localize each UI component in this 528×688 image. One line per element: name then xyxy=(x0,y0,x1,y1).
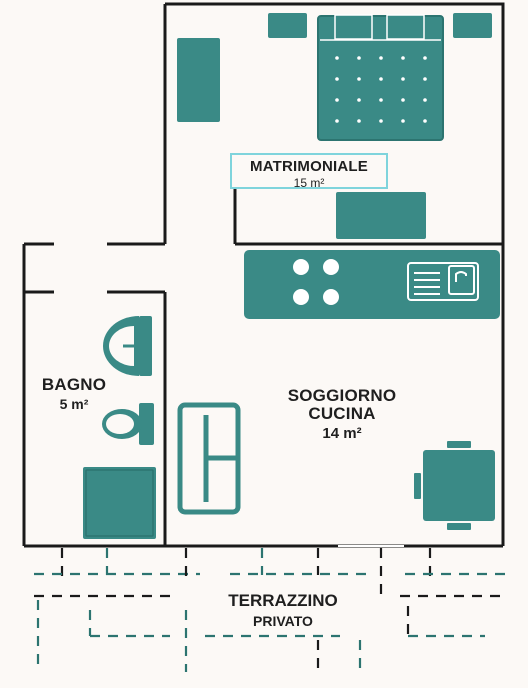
bathroom-name: BAGNO xyxy=(41,375,107,394)
stove-icon xyxy=(293,259,339,305)
double-bed-icon xyxy=(317,14,444,141)
living-room-label: SOGGIORNO CUCINA 14 m² xyxy=(262,387,422,441)
outer-wall-top xyxy=(165,2,505,546)
bathroom-area: 5 m² xyxy=(59,396,89,412)
living-room-name-line1: SOGGIORNO xyxy=(287,386,397,405)
washbasin-icon xyxy=(103,316,152,376)
bedroom-area: 15 m² xyxy=(293,176,325,190)
sink-icon xyxy=(407,262,479,301)
terrace-outline xyxy=(34,548,505,672)
terrace-name-line2: PRIVATO xyxy=(253,613,313,629)
living-room-area: 14 m² xyxy=(322,425,362,442)
bathroom-label: BAGNO 5 m² xyxy=(28,376,120,411)
nightstand-icon xyxy=(453,13,492,38)
sofa-icon xyxy=(177,402,241,515)
walls xyxy=(22,2,505,548)
kitchen-counter-icon xyxy=(244,250,500,319)
toilet-icon xyxy=(102,403,154,445)
bedroom-name: MATRIMONIALE xyxy=(250,158,368,175)
living-room-name-line2: CUCINA xyxy=(308,404,376,423)
terrace-label: TERRAZZINO PRIVATO xyxy=(193,592,373,628)
bedroom-label: MATRIMONIALE 15 m² xyxy=(230,153,388,189)
desk-icon xyxy=(336,192,426,239)
terrace-name-line1: TERRAZZINO xyxy=(228,591,338,610)
shower-icon xyxy=(83,467,156,539)
dining-table-icon xyxy=(414,441,495,530)
nightstand-icon xyxy=(268,13,307,38)
wardrobe-icon xyxy=(177,38,220,122)
